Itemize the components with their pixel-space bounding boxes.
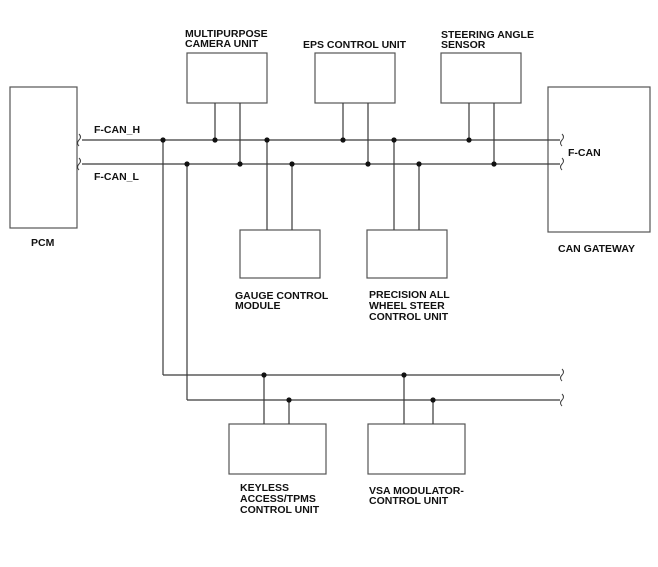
keyless-tpms-label-line2: ACCESS/TPMS bbox=[240, 493, 316, 505]
break-mark bbox=[77, 157, 81, 171]
keyless-tpms-label-line1: KEYLESS bbox=[240, 482, 289, 494]
junction-dot bbox=[430, 397, 436, 403]
pcm-box bbox=[9, 86, 78, 229]
keyless-tpms-label-line3: CONTROL UNIT bbox=[240, 504, 320, 516]
eps-control-unit-label: EPS CONTROL UNIT bbox=[303, 39, 407, 51]
junction-dot bbox=[286, 397, 292, 403]
camera-unit-label-line1: MULTIPURPOSE bbox=[185, 28, 268, 40]
f-can-label: F-CAN bbox=[568, 147, 601, 159]
break-mark bbox=[560, 157, 564, 171]
junction-dots bbox=[160, 137, 497, 403]
break-mark bbox=[560, 368, 564, 382]
vsa-modulator-label-line1: VSA MODULATOR- bbox=[369, 485, 464, 497]
junction-dot bbox=[340, 137, 346, 143]
paws-control-unit-label-line3: CONTROL UNIT bbox=[369, 311, 449, 323]
gauge-control-module-label-line1: GAUGE CONTROL bbox=[235, 290, 329, 302]
vsa-modulator-label-line2: CONTROL UNIT bbox=[369, 495, 449, 507]
vsa-modulator-box bbox=[367, 423, 466, 475]
pcm-label: PCM bbox=[31, 237, 55, 249]
junction-dot bbox=[264, 137, 270, 143]
break-marks bbox=[77, 133, 564, 407]
steering-angle-sensor-label-line1: STEERING ANGLE bbox=[441, 29, 534, 41]
junction-dot bbox=[491, 161, 497, 167]
junction-dot bbox=[289, 161, 295, 167]
gauge-control-module-box bbox=[239, 229, 321, 279]
junction-dot bbox=[365, 161, 371, 167]
camera-unit-box bbox=[186, 52, 268, 104]
camera-unit-label-line2: CAMERA UNIT bbox=[185, 38, 259, 50]
paws-control-unit-box bbox=[366, 229, 448, 279]
junction-dot bbox=[466, 137, 472, 143]
junction-dot bbox=[416, 161, 422, 167]
break-mark bbox=[560, 133, 564, 147]
break-mark bbox=[560, 393, 564, 407]
paws-control-unit-label-line1: PRECISION ALL bbox=[369, 289, 450, 301]
f-can-l-label: F-CAN_L bbox=[94, 171, 139, 183]
steering-angle-sensor-box bbox=[440, 52, 522, 104]
junction-dot bbox=[184, 161, 190, 167]
junction-dot bbox=[160, 137, 166, 143]
paws-control-unit-label-line2: WHEEL STEER bbox=[369, 300, 445, 312]
f-can-h-label: F-CAN_H bbox=[94, 124, 140, 136]
eps-control-unit-box bbox=[314, 52, 396, 104]
junction-dot bbox=[237, 161, 243, 167]
break-mark bbox=[77, 133, 81, 147]
can-gateway-box bbox=[547, 86, 651, 233]
junction-dot bbox=[261, 372, 267, 378]
junction-dot bbox=[391, 137, 397, 143]
steering-angle-sensor-label-line2: SENSOR bbox=[441, 39, 486, 51]
keyless-tpms-box bbox=[228, 423, 327, 475]
junction-dot bbox=[401, 372, 407, 378]
junction-dot bbox=[212, 137, 218, 143]
gauge-control-module-label-line2: MODULE bbox=[235, 300, 281, 312]
can-gateway-label: CAN GATEWAY bbox=[558, 243, 635, 255]
